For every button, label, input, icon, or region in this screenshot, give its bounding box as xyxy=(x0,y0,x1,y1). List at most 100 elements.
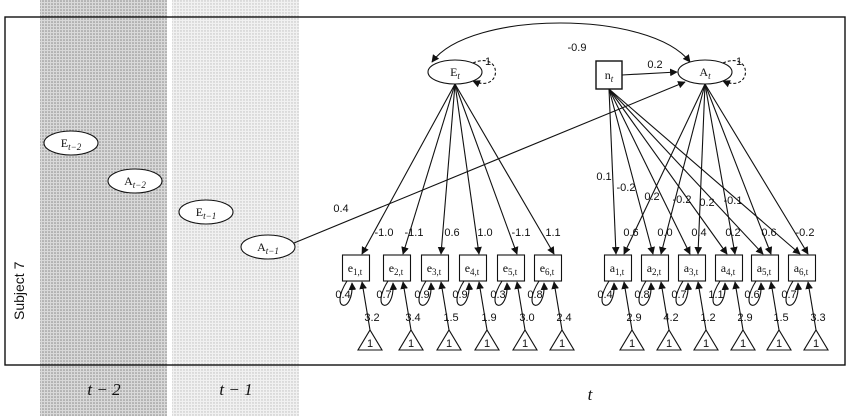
latent-A-t-label: At xyxy=(699,65,711,81)
label-residual-a1: 0.4 xyxy=(597,289,612,301)
path-e6-loading xyxy=(454,83,555,255)
intercept-triangle-e2 xyxy=(398,328,424,351)
indicator-a1-label: a1,t xyxy=(610,261,625,277)
residual-loop-a6 xyxy=(785,280,803,306)
label-covariance: -0.9 xyxy=(568,42,587,54)
label-n-effect-a2: -0.2 xyxy=(617,182,636,194)
intercept-constant-e3: 1 xyxy=(446,338,452,350)
label-intercept-a3: 1.2 xyxy=(700,312,715,324)
label-a5-loading: 0.6 xyxy=(761,227,776,239)
path-n-to-A xyxy=(621,68,678,77)
path-intercept-e6 xyxy=(551,281,563,331)
label-intercept-a6: 3.3 xyxy=(810,312,825,324)
path-n-to-a6 xyxy=(608,88,801,255)
label-intercept-e1: 3.2 xyxy=(364,312,379,324)
latent-A-t-minus-1-label: At−1 xyxy=(257,240,279,256)
label-residual-e6: 0.8 xyxy=(527,289,542,301)
label-e5-loading: -1.1 xyxy=(512,227,531,239)
label-intercept-e2: 3.4 xyxy=(405,312,420,324)
intercept-triangle-e1 xyxy=(357,328,383,351)
path-intercept-e1 xyxy=(359,281,371,331)
intercept-triangle-a2 xyxy=(656,328,682,351)
path-intercept-e3 xyxy=(438,281,450,331)
intercept-constant-a1: 1 xyxy=(629,338,635,350)
label-intercept-a4: 2.9 xyxy=(737,312,752,324)
label-autoregressive-A: 1 xyxy=(736,56,742,68)
path-intercept-a3 xyxy=(695,281,707,331)
covariate-n-t-label: nt xyxy=(605,68,614,84)
path-n-to-a1 xyxy=(608,88,620,255)
indicator-a3 xyxy=(677,254,707,282)
label-residual-a5: 0.6 xyxy=(744,289,759,301)
intercept-constant-a2: 1 xyxy=(666,338,672,350)
residual-loop-e5 xyxy=(494,280,512,306)
intercept-triangle-e3 xyxy=(436,328,462,351)
indicator-e6 xyxy=(533,254,563,282)
label-e3-loading: 0.6 xyxy=(444,227,459,239)
label-a4-loading: 0.2 xyxy=(725,227,740,239)
residual-loop-a4 xyxy=(712,280,730,306)
indicator-e5 xyxy=(496,254,526,282)
band-t-minus-2 xyxy=(40,0,167,416)
residual-loop-a3 xyxy=(675,280,693,306)
path-intercept-a4 xyxy=(732,281,744,331)
residual-loop-e4 xyxy=(456,280,474,306)
intercept-constant-e4: 1 xyxy=(484,338,490,350)
label-residual-a3: 0.7 xyxy=(671,289,686,301)
label-intercept-e3: 1.5 xyxy=(443,312,458,324)
label-n-effect-a6: -0.1 xyxy=(724,195,743,207)
intercept-constant-e1: 1 xyxy=(367,338,373,350)
indicator-a2-label: a2,t xyxy=(647,261,662,277)
indicator-e3 xyxy=(420,254,450,282)
residual-loop-a2 xyxy=(638,280,656,306)
path-a6-loading xyxy=(704,83,809,255)
indicator-a5-label: a5,t xyxy=(757,261,772,277)
time-label-t-minus-1: t − 1 xyxy=(219,380,252,399)
path-intercept-e4 xyxy=(476,281,488,331)
intercept-constant-a3: 1 xyxy=(703,338,709,350)
covariate-n-t xyxy=(595,60,623,90)
indicator-e4-label: e4,t xyxy=(465,261,480,277)
indicator-a6-label: a6,t xyxy=(794,261,809,277)
latent-E-t-minus-2-label: Et−2 xyxy=(61,136,82,152)
indicator-e4 xyxy=(458,254,488,282)
residual-loop-a1 xyxy=(601,280,619,306)
latent-E-t-label: Et xyxy=(450,65,460,81)
indicator-e1-label: e1,t xyxy=(348,261,363,277)
latent-A-t-minus-1 xyxy=(240,234,296,260)
intercept-constant-e2: 1 xyxy=(408,338,414,350)
indicator-a5 xyxy=(750,254,780,282)
label-residual-e3: 0.9 xyxy=(414,289,429,301)
label-e1-loading: -1.0 xyxy=(375,227,394,239)
time-label-t-minus-2: t − 2 xyxy=(87,380,121,399)
label-n-effect-a5: 0.2 xyxy=(699,197,714,209)
path-n-to-a4 xyxy=(608,88,728,255)
path-intercept-a5 xyxy=(768,281,780,331)
intercept-triangle-a5 xyxy=(766,328,792,351)
intercept-constant-e5: 1 xyxy=(522,338,528,350)
label-a1-loading: 0.6 xyxy=(623,227,638,239)
label-a2-loading: 0.0 xyxy=(657,227,672,239)
indicator-e6-label: e6,t xyxy=(540,261,555,277)
label-n-effect-a3: 0.2 xyxy=(644,191,659,203)
intercept-triangle-e5 xyxy=(512,328,538,351)
indicator-e5-label: e5,t xyxy=(503,261,518,277)
path-n-to-a5 xyxy=(608,88,764,255)
residual-loop-e3 xyxy=(418,280,436,306)
path-e4-loading xyxy=(454,83,482,255)
label-residual-e2: 0.7 xyxy=(376,289,391,301)
residual-loop-e1 xyxy=(339,280,357,306)
subject-label: Subject 7 xyxy=(11,261,27,320)
indicator-a1 xyxy=(603,254,633,282)
label-n-to-A: 0.2 xyxy=(647,59,662,71)
latent-E-t xyxy=(427,59,483,85)
residual-loop-e6 xyxy=(531,280,549,306)
label-intercept-a2: 4.2 xyxy=(663,312,678,324)
label-a6-loading: -0.2 xyxy=(796,227,815,239)
latent-A-t-minus-2 xyxy=(107,168,163,194)
path-a1-loading xyxy=(623,83,706,255)
indicator-a4-label: a4,t xyxy=(721,261,736,277)
indicator-a3-label: a3,t xyxy=(684,261,699,277)
path-n-to-a2 xyxy=(608,88,655,255)
